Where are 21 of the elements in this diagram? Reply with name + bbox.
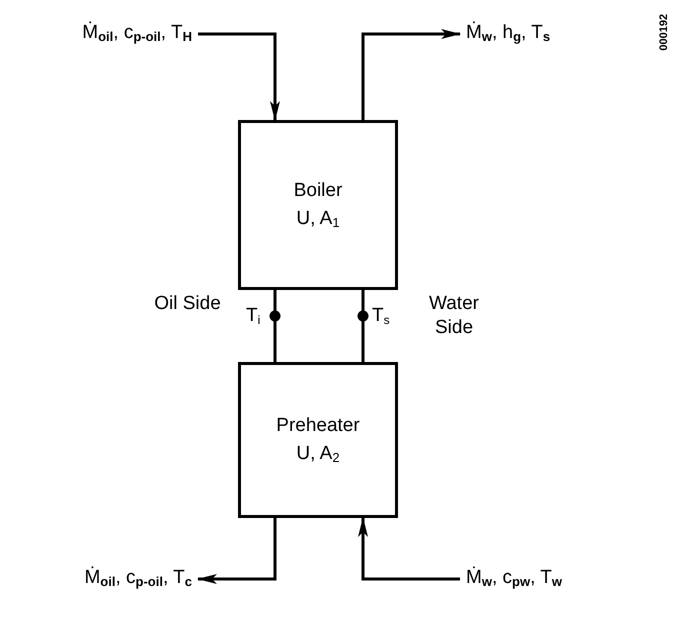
stream-label: Ṁ$_{w}$, h$_{g}$, T$_{s}$: [466, 18, 636, 48]
figure-number: 000192: [657, 14, 672, 51]
side-label: Water Side: [428, 292, 480, 340]
stream-label: Ṁ$_{oil}$, c$_{p-oil}$, T$_{H}$: [4, 18, 192, 48]
box-parameters: U, A$_{2}$: [296, 442, 340, 466]
flow-arrow: [197, 518, 276, 584]
box-title: Boiler: [294, 179, 342, 203]
flow-arrow: [362, 29, 461, 120]
process-box: [238, 362, 398, 518]
stream-label: Ṁ$_{w}$, c$_{pw}$, T$_{w}$: [466, 563, 646, 593]
process-box: [238, 120, 398, 290]
connector-line: [274, 290, 276, 362]
flow-arrow: [198, 32, 280, 121]
box-parameters: U, A$_{1}$: [296, 207, 340, 231]
stream-label: Ṁ$_{oil}$, c$_{p-oil}$, T$_{c}$: [4, 563, 192, 593]
side-label: T$_{i}$: [246, 304, 262, 328]
flow-arrow: [358, 517, 460, 580]
side-label: T$_{s}$: [372, 304, 391, 328]
connector-line: [362, 290, 364, 362]
side-label: Oil Side: [153, 292, 222, 316]
box-title: Preheater: [276, 414, 360, 438]
